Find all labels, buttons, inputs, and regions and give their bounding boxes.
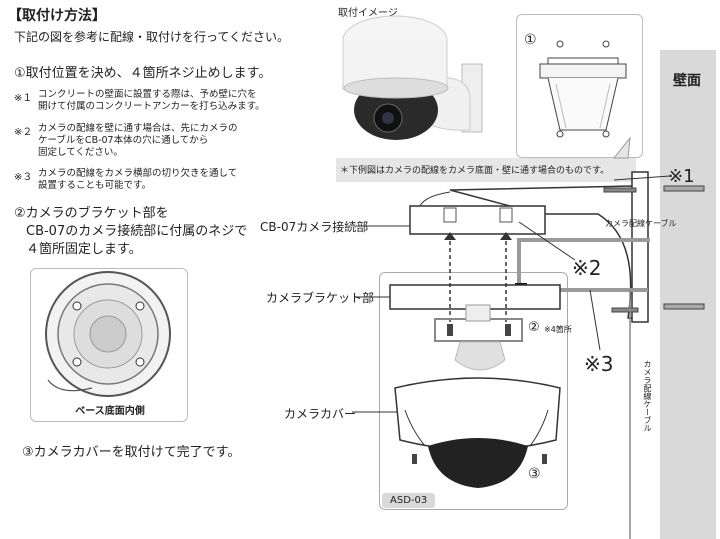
cable-label-vertical: カメラ配線ケーブル — [643, 360, 652, 432]
base-caption: ベース底面内側 — [75, 406, 145, 417]
wall — [660, 50, 716, 539]
mark-2: ※2 — [572, 256, 602, 280]
detail-number: ① — [524, 32, 537, 48]
note-mark: ※３ — [14, 172, 33, 183]
wall-label: 壁面 — [673, 73, 701, 89]
note-line: 開けて付属のコンクリートアンカーを打ち込みます。 — [38, 101, 265, 112]
cable-label-horizontal: カメラ配線ケーブル — [605, 219, 677, 228]
note-line: 設置することも可能です。 — [38, 180, 152, 191]
wall-screws — [603, 185, 705, 313]
callout-pointer — [612, 136, 631, 159]
note-3: ※３ カメラの配線をカメラ横部の切り欠きを通して 設置することも可能です。 — [14, 168, 314, 198]
camera-cover — [394, 377, 561, 488]
image-title: 取付イメージ — [338, 8, 398, 19]
note-line: 固定してください。 — [38, 147, 123, 158]
step3-text: ③カメラカバーを取付けて完了です。 — [22, 445, 241, 460]
note-mark: ※２ — [14, 127, 33, 138]
mark-3: ※3 — [584, 352, 614, 376]
note-line: ケーブルをCB-07本体の穴に通してから — [38, 135, 209, 146]
assembly-arrows — [449, 234, 507, 322]
cover-number: ③ — [528, 466, 541, 482]
note-line: コンクリートの壁面に設置する際は、予め壁に穴を — [38, 89, 257, 100]
note-1: ※１ コンクリートの壁面に設置する際は、予め壁に穴を 開けて付属のコンクリートア… — [14, 89, 314, 123]
model-label: ASD-03 — [382, 493, 436, 508]
camera-photo — [342, 15, 483, 140]
step1-text: ①取付位置を決め、４箇所ネジ止めします。 — [14, 66, 272, 81]
step2-text: ②カメラのブラケット部を CB-07のカメラ接続部に付属のネジで ４箇所固定しま… — [14, 205, 247, 259]
mark-1: ※1 — [668, 166, 695, 187]
image-note-bg — [336, 158, 636, 182]
step2-line: ②カメラのブラケット部を — [14, 206, 169, 221]
camera-body — [454, 341, 506, 371]
label-connector: CB-07カメラ接続部 — [260, 220, 369, 234]
note-line: カメラの配線を壁に通す場合は、先にカメラの — [38, 123, 238, 134]
screw-note: ※4箇所 — [544, 325, 572, 334]
image-note: ＊下例図はカメラの配線をカメラ底面・壁に通す場合のものです。 — [340, 166, 610, 176]
screw-number: ② — [528, 320, 540, 335]
label-cover: カメラカバー — [284, 407, 357, 421]
notes-block: ※１ コンクリートの壁面に設置する際は、予め壁に穴を 開けて付属のコンクリートア… — [14, 89, 314, 198]
wall-bracket — [409, 171, 649, 323]
cable-route — [517, 238, 650, 292]
label-bracket: カメラブラケット部 — [266, 291, 375, 305]
step2-line: CB-07のカメラ接続部に付属のネジで — [26, 224, 248, 239]
wall-mount-detail — [539, 40, 627, 138]
step2-line: ４箇所固定します。 — [26, 242, 142, 257]
base-bottom-illustration — [45, 271, 171, 397]
note-line: カメラの配線をカメラ横部の切り欠きを通して — [38, 168, 238, 179]
intro-text: 下記の図を参考に配線・取付けを行ってください。 — [14, 30, 290, 44]
note-2: ※２ カメラの配線を壁に通す場合は、先にカメラの ケーブルをCB-07本体の穴に… — [14, 123, 314, 168]
leader-lines — [352, 175, 671, 413]
section-heading: 【取付け方法】 — [8, 8, 106, 24]
note-mark: ※１ — [14, 93, 33, 104]
